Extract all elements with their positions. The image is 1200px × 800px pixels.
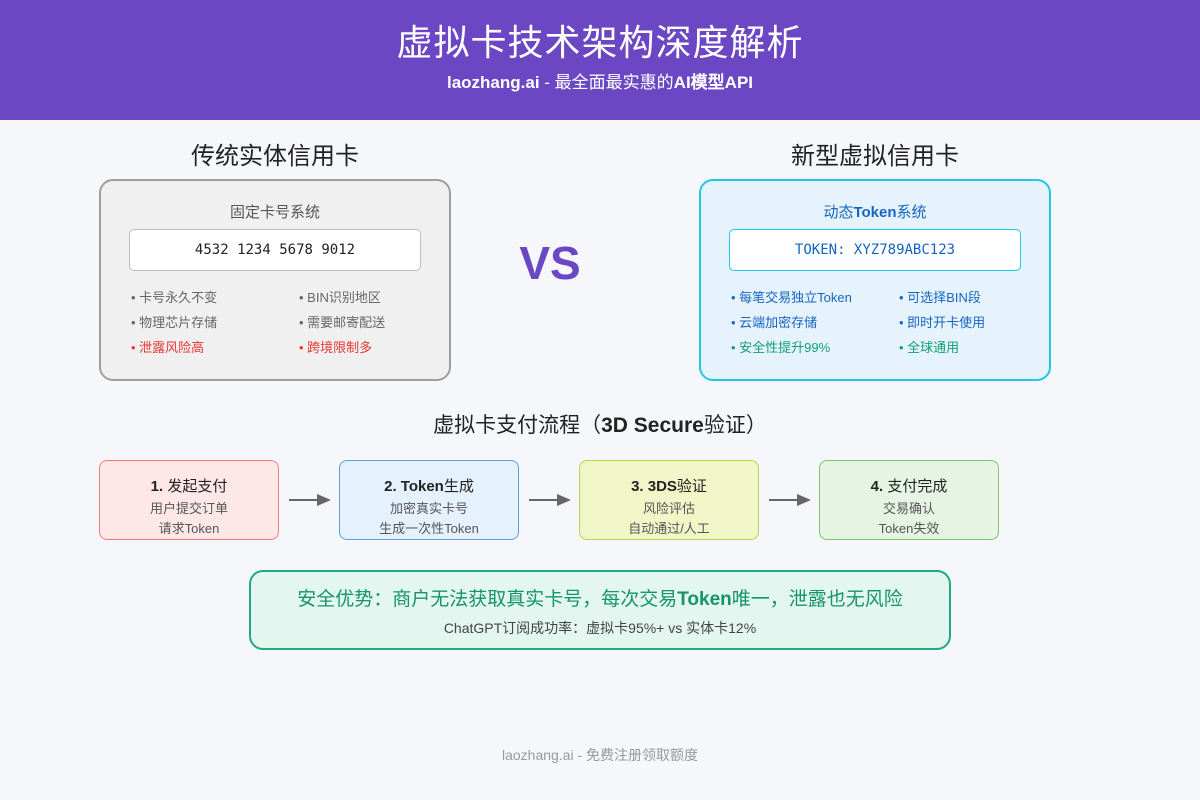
traditional-feature: 卡号永久不变: [131, 287, 217, 306]
traditional-card-number: 4532 1234 5678 9012: [129, 229, 421, 271]
subtitle-rest: - 最全面最实惠的: [539, 73, 674, 92]
step-number: 4.: [870, 478, 888, 495]
step-title: 4. 支付完成: [820, 475, 998, 496]
security-main-post: 唯一，泄露也无风险: [731, 589, 903, 610]
flow-step-payment-complete: 4. 支付完成 交易确认 Token失效: [819, 460, 999, 540]
subtitle-brand: laozhang.ai: [446, 73, 540, 92]
security-advantage-main: 安全优势：商户无法获取真实卡号，每次交易Token唯一，泄露也无风险: [251, 584, 949, 611]
step-line: Token失效: [878, 521, 940, 536]
security-main-pre: 安全优势：商户无法获取真实卡号，每次交易: [297, 589, 678, 610]
flow-title-pre: 虚拟卡支付流程（: [433, 414, 602, 437]
traditional-heading: 传统实体信用卡: [191, 143, 359, 170]
traditional-feature: BIN识别地区: [299, 287, 381, 306]
subtitle-bold: AI模型API: [673, 73, 754, 92]
virtual-heading: 新型虚拟信用卡: [791, 143, 959, 170]
virtual-card: 动态Token系统 TOKEN: XYZ789ABC123 每笔交易独立Toke…: [699, 179, 1051, 381]
traditional-feature-risk: 泄露风险高: [131, 337, 204, 356]
flow-step-token-generation: 2. Token生成 加密真实卡号 生成一次性Token: [339, 460, 519, 540]
virtual-card-title-bold: Token: [853, 204, 897, 221]
virtual-feature: 云端加密存储: [731, 312, 817, 331]
step-line: 生成一次性Token: [379, 521, 479, 536]
virtual-feature: 可选择BIN段: [899, 287, 981, 306]
flow-arrow-icon: [769, 494, 811, 506]
step-name: 生成: [443, 478, 474, 495]
page-subtitle: laozhang.ai - 最全面最实惠的AI模型API: [0, 68, 1200, 93]
traditional-feature-risk: 跨境限制多: [299, 337, 372, 356]
flow-title-post: 验证）: [703, 414, 767, 437]
step-line: 加密真实卡号: [389, 501, 468, 516]
success-rate-note: ChatGPT订阅成功率：虚拟卡95%+ vs 实体卡12%: [443, 620, 757, 636]
security-main-bold: Token: [677, 589, 732, 610]
step-title: 2. Token生成: [340, 475, 518, 496]
step-line: 自动通过/人工: [628, 521, 710, 536]
traditional-feature: 物理芯片存储: [131, 312, 217, 331]
traditional-feature: 需要邮寄配送: [299, 312, 385, 331]
step-title: 1. 发起支付: [100, 475, 278, 496]
traditional-card: 固定卡号系统 4532 1234 5678 9012 卡号永久不变 BIN识别地…: [99, 179, 451, 381]
traditional-card-title: 固定卡号系统: [229, 204, 320, 221]
flow-title-bold: 3D Secure: [601, 414, 704, 437]
footer-text: laozhang.ai - 免费注册领取额度: [501, 747, 699, 763]
flow-arrow-icon: [529, 494, 571, 506]
vs-label: VS: [519, 237, 581, 289]
step-title: 3. 3DS验证: [580, 475, 758, 496]
step-number: 1.: [150, 478, 168, 495]
virtual-card-title-post: 系统: [896, 204, 927, 221]
virtual-card-title-pre: 动态: [823, 204, 854, 221]
step-line: 用户提交订单: [149, 501, 228, 516]
virtual-feature-security: 全球通用: [899, 337, 959, 356]
step-number: 2. Token: [384, 478, 444, 495]
flow-step-initiate-payment: 1. 发起支付 用户提交订单 请求Token: [99, 460, 279, 540]
flow-arrow-icon: [289, 494, 331, 506]
step-name: 验证: [676, 478, 707, 495]
step-line: 交易确认: [882, 501, 935, 516]
virtual-feature-security: 安全性提升99%: [731, 337, 830, 356]
flow-title: 虚拟卡支付流程（3D Secure验证）: [0, 409, 1200, 439]
virtual-feature: 每笔交易独立Token: [731, 287, 852, 306]
virtual-feature: 即时开卡使用: [899, 312, 985, 331]
virtual-card-token: TOKEN: XYZ789ABC123: [729, 229, 1021, 271]
step-number: 3. 3DS: [631, 478, 677, 495]
step-line: 风险评估: [642, 501, 695, 516]
step-name: 支付完成: [887, 478, 948, 495]
security-advantage-box: 安全优势：商户无法获取真实卡号，每次交易Token唯一，泄露也无风险 ChatG…: [249, 570, 951, 650]
virtual-card-title: 动态Token系统: [701, 201, 1049, 222]
step-name: 发起支付: [167, 478, 228, 495]
flow-step-3ds-verification: 3. 3DS验证 风险评估 自动通过/人工: [579, 460, 759, 540]
header-banner: 虚拟卡技术架构深度解析 laozhang.ai - 最全面最实惠的AI模型API: [0, 0, 1200, 120]
step-line: 请求Token: [158, 521, 220, 536]
page-title: 虚拟卡技术架构深度解析: [396, 22, 804, 63]
